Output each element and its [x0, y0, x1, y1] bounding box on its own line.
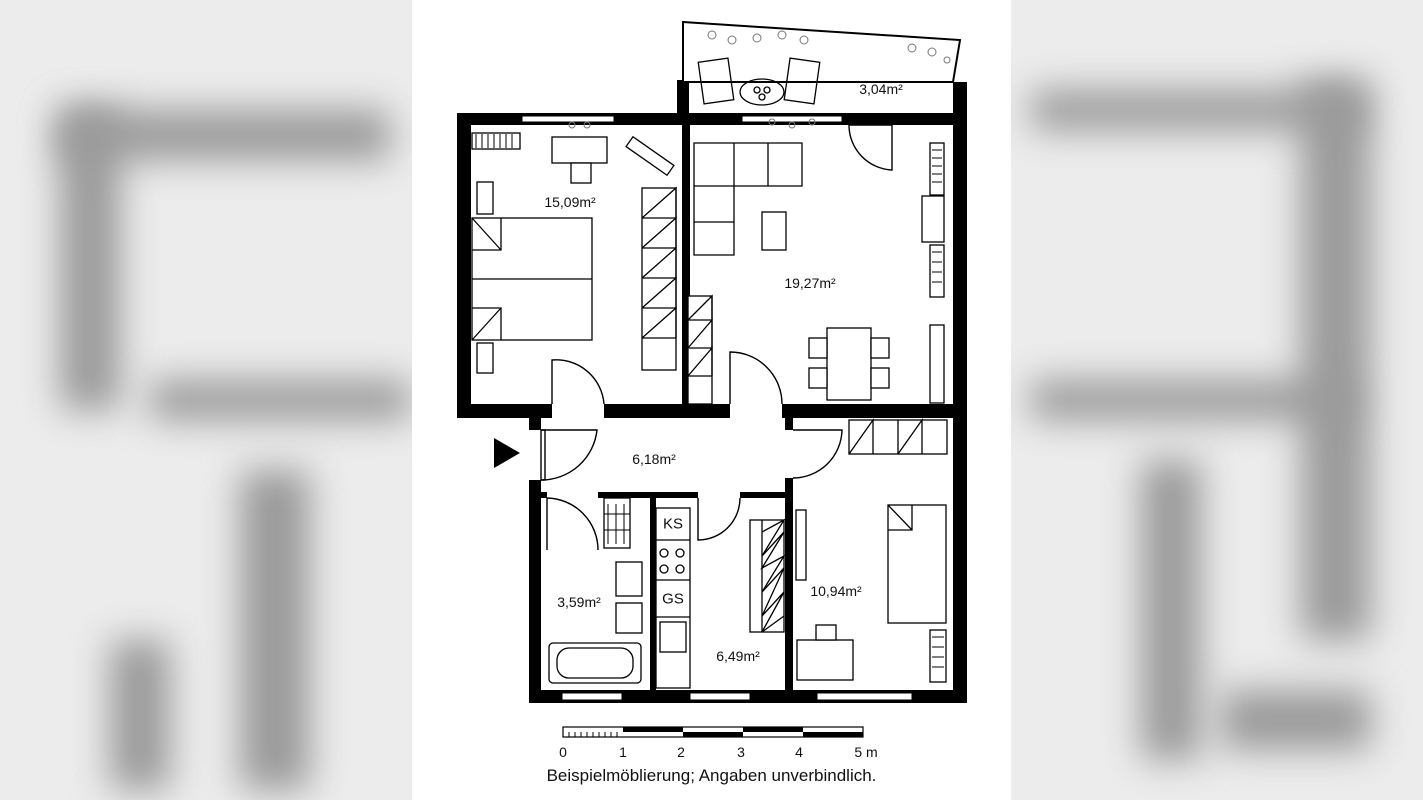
room-area-balcony: 3,04m²: [859, 81, 903, 97]
fridge-label: KS: [662, 515, 684, 533]
floor-plan: 3,04m² 15,09m² 19,27m² 6,18m² 3,59m² 6,4…: [412, 0, 1011, 800]
balcony-furniture: [697, 57, 821, 106]
disclaimer-caption: Beispielmöblierung; Angaben unverbindlic…: [546, 766, 877, 785]
room-area-room: 10,94m²: [810, 583, 862, 599]
room-area-living: 19,27m²: [784, 275, 836, 291]
scale-tick: 1: [619, 744, 627, 760]
room-area-kitchen: 6,49m²: [716, 648, 760, 664]
dishwasher-label: GS: [662, 590, 684, 608]
floor-plan-drawing: [457, 20, 967, 738]
balcony-plants: [568, 30, 951, 129]
entrance-arrow-icon: [494, 438, 520, 468]
scale-tick: 2: [677, 744, 685, 760]
scale-tick: 4: [795, 744, 803, 760]
radiators: [475, 134, 944, 668]
balcony-outline: [682, 20, 962, 83]
room-area-bath: 3,59m²: [557, 594, 601, 610]
room-area-bedroom: 15,09m²: [544, 194, 596, 210]
scale-bar: [562, 726, 864, 738]
blurred-background-right: [1011, 0, 1423, 800]
scale-tick: 0: [559, 744, 567, 760]
scale-tick: 5 m: [854, 744, 878, 760]
doors: [540, 124, 893, 551]
scale-tick: 3: [737, 744, 745, 760]
blurred-background-left: [0, 0, 412, 800]
room-area-hall: 6,18m²: [632, 451, 676, 467]
windows: [521, 115, 913, 701]
